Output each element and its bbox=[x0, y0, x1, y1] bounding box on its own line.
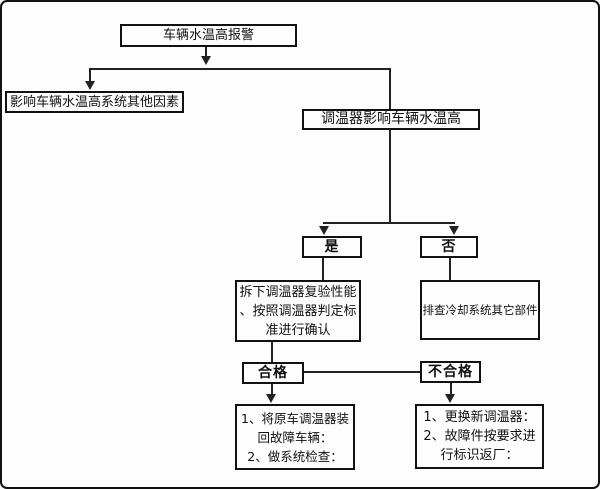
connector-branch-yesno bbox=[323, 222, 455, 224]
node-no: 否 bbox=[420, 236, 478, 258]
node-fail: 不合格 bbox=[420, 361, 481, 383]
connector-pass-down bbox=[271, 384, 273, 396]
connector-retest-to-pass bbox=[271, 342, 273, 362]
arrowhead-down bbox=[266, 394, 276, 403]
arrowhead-down bbox=[201, 56, 211, 65]
node-retest: 拆下调温器复验性能 、按照调温器判定标 准进行确认 bbox=[235, 280, 361, 342]
node-alarm: 车辆水温高报警 bbox=[120, 24, 297, 47]
connector-thermostat-down bbox=[389, 129, 391, 223]
connector-fail-down bbox=[450, 383, 452, 396]
connector-alarm-down bbox=[205, 47, 207, 58]
arrowhead-down bbox=[445, 394, 455, 403]
connector-pass-to-fail bbox=[304, 371, 420, 373]
connector-branch-top bbox=[89, 68, 391, 70]
connector-to-other-factors bbox=[89, 69, 91, 82]
connector-to-thermostat-cause bbox=[389, 69, 391, 109]
node-yes: 是 bbox=[302, 236, 362, 258]
connector-yes-to-retest bbox=[322, 258, 324, 280]
node-inspect-others: 排查冷却系统其它部件 bbox=[420, 280, 540, 340]
arrowhead-down bbox=[85, 81, 95, 90]
node-fail-actions: 1、更换新调温器： 2、故障件按要求进 行标识返厂： bbox=[415, 404, 544, 469]
node-pass: 合格 bbox=[242, 362, 304, 384]
connector-no-to-inspect bbox=[449, 258, 451, 280]
node-pass-actions: 1、将原车调温器装 回故障车辆： 2、做系统检查： bbox=[235, 404, 355, 470]
arrowhead-down bbox=[449, 226, 459, 235]
node-thermostat-cause: 调温器影响车辆水温高 bbox=[302, 109, 480, 130]
node-other-factors: 影响车辆水温高系统其他因素 bbox=[5, 91, 184, 113]
arrowhead-down bbox=[319, 226, 329, 235]
